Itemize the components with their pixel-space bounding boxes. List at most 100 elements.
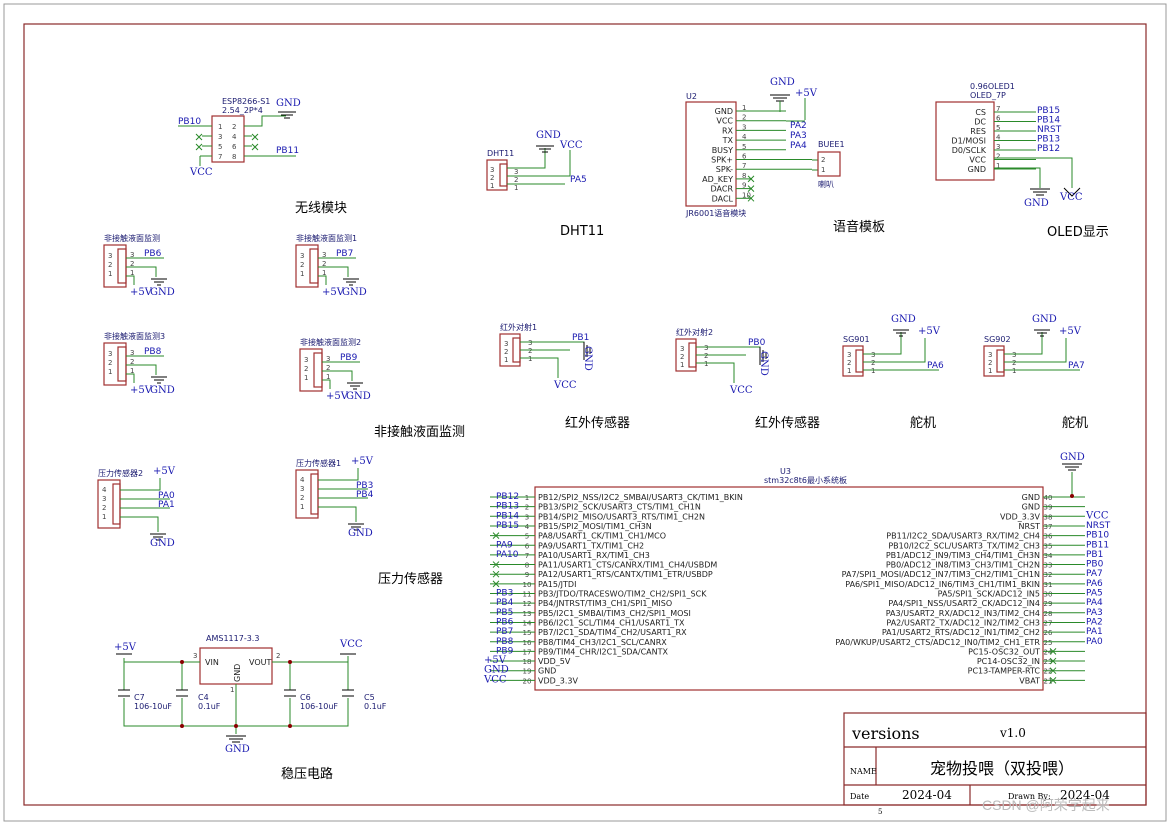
svg-text:3: 3 <box>525 513 529 521</box>
oled-pin-num: 7 <box>996 105 1000 113</box>
svg-text:GND: GND <box>150 385 175 396</box>
u3-right-net: NRST <box>1086 521 1111 531</box>
u3-left-pin: PB9/TIM4_CHR/I2C1_SDA/CANTX <box>538 647 669 656</box>
u3-left-net: PB8 <box>496 637 514 647</box>
svg-text:3: 3 <box>102 495 106 503</box>
svg-text:3: 3 <box>130 251 134 259</box>
svg-text:1: 1 <box>490 182 494 190</box>
servo-net: PA6 <box>927 361 944 371</box>
svg-text:13: 13 <box>523 610 532 618</box>
oled-pin-label: VCC <box>969 156 986 165</box>
svg-text:1: 1 <box>322 269 326 277</box>
u3-right-pin: PA1/USART2_RTS/ADC12_IN1/TIM2_CH2 <box>882 628 1040 637</box>
svg-text:2: 2 <box>504 348 508 356</box>
svg-text:1: 1 <box>326 373 330 381</box>
u2-pin-label: TX <box>722 136 734 145</box>
svg-text:2: 2 <box>232 123 236 131</box>
svg-text:VCC: VCC <box>189 167 213 178</box>
u2-pin-num: 2 <box>742 114 746 122</box>
svg-text:2: 2 <box>300 261 304 269</box>
svg-text:26: 26 <box>1044 629 1053 637</box>
svg-text:stm32c8t6最小系统板: stm32c8t6最小系统板 <box>764 475 847 485</box>
u3-left-net: PB3 <box>496 589 513 599</box>
svg-text:1: 1 <box>680 361 684 369</box>
svg-text:NAME: NAME <box>850 767 877 776</box>
sheet-border-inner <box>23 23 1147 806</box>
u3-right-net: PB11 <box>1086 540 1109 550</box>
sheet-border-outer <box>3 3 1167 822</box>
level-sensor-ref: 非接触液面监测3 <box>104 331 165 341</box>
oled-pin-num: 2 <box>996 153 1000 161</box>
svg-text:VIN: VIN <box>205 658 219 667</box>
svg-text:9: 9 <box>525 571 529 579</box>
svg-text:40: 40 <box>1044 494 1053 502</box>
esp-val: 2.54_2P*4 <box>222 106 263 115</box>
oled-pin-label: D0/SCLK <box>952 146 987 155</box>
svg-text:3: 3 <box>528 339 532 347</box>
svg-text:VCC: VCC <box>559 140 583 151</box>
svg-text:1: 1 <box>847 367 851 375</box>
u3-left-pin: PB3/JTDO/TRACESWO/TIM2_CH2/SPI1_SCK <box>538 590 707 599</box>
svg-text:v1.0: v1.0 <box>999 726 1026 740</box>
u3-left-pin: PB4/JNTRST/TIM3_CH1/SPI1_MISO <box>538 599 672 608</box>
u3-right-net: PA3 <box>1086 608 1103 618</box>
svg-text:VCC: VCC <box>1059 192 1083 203</box>
svg-text:+5V: +5V <box>351 456 374 467</box>
u3-right-pin: PA4/SPI1_NSS/USART2_CK/ADC12_IN4 <box>888 599 1040 608</box>
svg-text:2: 2 <box>130 260 134 268</box>
u3-left-pin: PA12/USART1_RTS/CANTX/TIM1_ETR/USBDP <box>538 570 713 579</box>
u3-right-net: PB0 <box>1086 560 1104 570</box>
svg-text:2024-04: 2024-04 <box>1060 788 1110 802</box>
svg-text:39: 39 <box>1044 504 1053 512</box>
svg-text:+5V: +5V <box>1059 326 1082 337</box>
svg-text:3: 3 <box>130 349 134 357</box>
svg-text:GND: GND <box>1024 198 1049 209</box>
svg-text:1: 1 <box>108 368 112 376</box>
u3-left-pin: PA8/USART1_CK/TIM1_CH1/MCO <box>538 532 666 541</box>
u3-left-pin: PB8/TIM4_CH3/I2C1_SCL/CANRX <box>538 638 667 647</box>
u3-left-net: PB5 <box>496 608 513 618</box>
svg-text:PA2: PA2 <box>790 121 807 131</box>
svg-text:33: 33 <box>1044 562 1053 570</box>
u2-pin-label: SPK+ <box>711 156 733 165</box>
svg-text:PA3: PA3 <box>790 131 807 141</box>
u3-right-pin: VBAT <box>1019 676 1040 685</box>
svg-text:2: 2 <box>108 261 112 269</box>
svg-text:1: 1 <box>230 686 234 694</box>
svg-text:GND: GND <box>342 287 367 298</box>
svg-text:GND: GND <box>891 314 916 325</box>
svg-text:versions: versions <box>851 724 920 743</box>
svg-text:+5V: +5V <box>130 287 153 298</box>
svg-text:3: 3 <box>871 351 875 359</box>
svg-text:30: 30 <box>1044 591 1053 599</box>
dht11-sensor: DHT11 321 3 2 1 GND VCC PA5 DHT11 <box>486 130 604 239</box>
u3-left-pin: PA11/USART1_CTS/CANRX/TIM1_CH4/USBDM <box>538 561 717 570</box>
svg-text:3: 3 <box>704 344 708 352</box>
pressure-sensor-ref: 压力传感器1 <box>296 458 341 468</box>
svg-text:24: 24 <box>1044 648 1053 656</box>
svg-text:GND: GND <box>150 538 175 549</box>
svg-text:1: 1 <box>821 166 825 174</box>
svg-text:GND: GND <box>276 98 301 109</box>
u2-pin-num: 6 <box>742 153 747 161</box>
svg-text:23: 23 <box>1044 658 1053 666</box>
oled-pin-num: 1 <box>996 162 1000 170</box>
u3-left-pin: PB5/I2C1_SMBAI/TIM3_CH2/SPI1_MOSI <box>538 609 691 618</box>
level-sensor-ref: 非接触液面监测2 <box>300 337 361 347</box>
svg-text:2: 2 <box>108 359 112 367</box>
svg-text:1: 1 <box>130 269 134 277</box>
svg-text:8: 8 <box>525 562 529 570</box>
svg-text:2: 2 <box>988 359 992 367</box>
svg-text:3: 3 <box>847 351 851 359</box>
svg-text:1: 1 <box>218 123 222 131</box>
svg-text:1: 1 <box>988 367 992 375</box>
oled-net: PB13 <box>1037 135 1060 145</box>
svg-text:BUEE1: BUEE1 <box>818 140 845 149</box>
u3-left-pin: PB12/SPI2_NSS/I2C2_SMBAI/USART3_CK/TIM1_… <box>538 493 743 502</box>
svg-text:GND: GND <box>1060 452 1085 463</box>
